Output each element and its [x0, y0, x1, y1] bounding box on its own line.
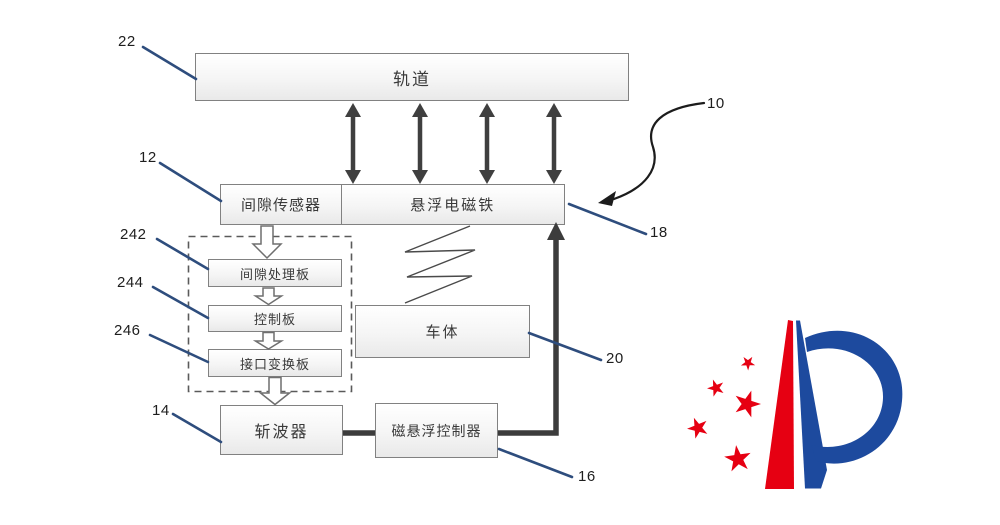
ref-10-arrow [598, 101, 706, 206]
box-levitation-electromagnet-label: 悬浮电磁铁 [410, 196, 496, 214]
leader-14 [171, 412, 223, 444]
interface-to-chopper-arrow-icon [258, 376, 292, 406]
box-maglev-controller-label: 磁悬浮控制器 [391, 423, 482, 440]
star-icon [738, 352, 759, 373]
sensor-to-processing-arrow-icon [251, 225, 283, 260]
box-control-board-label: 控制板 [253, 313, 296, 328]
box-chopper-label: 斩波器 [254, 422, 309, 441]
leader-16 [497, 447, 574, 479]
ref-14: 14 [152, 402, 170, 419]
box-gap-processing-board: 间隙处理板 [208, 259, 342, 287]
box-gap-sensor: 间隙传感器 [220, 184, 342, 225]
box-control-board: 控制板 [208, 305, 342, 332]
box-levitation-electromagnet: 悬浮电磁铁 [340, 184, 565, 225]
double-arrow-icon [546, 103, 562, 184]
box-interface-conversion-board-label: 接口变换板 [239, 357, 310, 373]
box-car-body-label: 车体 [425, 323, 460, 341]
logo-blue-stem [796, 320, 827, 489]
box-track-label: 轨道 [393, 69, 431, 90]
leader-242 [155, 237, 210, 271]
ref-244: 244 [117, 274, 144, 291]
ref-18: 18 [650, 224, 668, 241]
ref-242: 242 [120, 226, 147, 243]
box-track: 轨道 [195, 53, 629, 101]
double-arrow-icon [412, 103, 428, 184]
box-gap-sensor-label: 间隙传感器 [240, 196, 321, 214]
box-car-body: 车体 [355, 305, 530, 358]
ref-12: 12 [139, 149, 157, 166]
ref-16: 16 [578, 468, 596, 485]
leader-246 [148, 333, 210, 364]
leader-18 [567, 202, 648, 236]
box-chopper: 斩波器 [220, 405, 343, 455]
curved-leader-icon [612, 101, 706, 201]
ref-22: 22 [118, 33, 136, 50]
star-icon [704, 376, 727, 398]
leader-12 [158, 161, 223, 203]
control-to-interface-arrow-icon [252, 331, 285, 350]
ref-10: 10 [707, 95, 725, 112]
logo-red-wedge [765, 320, 794, 489]
processing-to-control-arrow-icon [252, 287, 285, 306]
double-arrow-icon [345, 103, 361, 184]
ref-246: 246 [114, 322, 141, 339]
star-icon [684, 413, 712, 441]
leader-20 [527, 331, 603, 362]
star-icon [730, 386, 764, 419]
left-arrowhead-icon [598, 191, 616, 206]
logo-p-bowl [805, 330, 903, 464]
spring-icon [404, 225, 476, 304]
box-maglev-controller: 磁悬浮控制器 [375, 403, 498, 458]
cnipa-logo [684, 320, 903, 489]
logo-stars [684, 352, 764, 473]
track-magnet-double-arrows [345, 103, 562, 184]
star-icon [722, 443, 753, 473]
box-interface-conversion-board: 接口变换板 [208, 349, 342, 377]
box-gap-processing-board-label: 间隙处理板 [239, 267, 310, 283]
leader-22 [141, 45, 198, 81]
leader-244 [151, 285, 210, 320]
double-arrow-icon [479, 103, 495, 184]
ref-20: 20 [606, 350, 624, 367]
